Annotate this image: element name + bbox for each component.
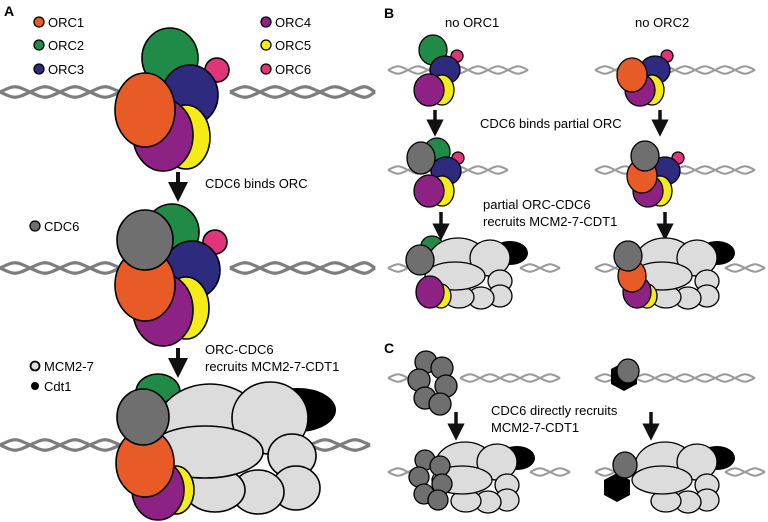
orc-complex-a1 xyxy=(114,27,230,172)
col-label-no-orc1: no ORC1 xyxy=(445,15,499,30)
orc-cdc6-complex-a2 xyxy=(114,203,228,347)
mcm-complex-no-orc2-b3 xyxy=(613,237,735,310)
cdc6-subunit xyxy=(612,451,638,479)
legend-mcm: MCM2-7 xyxy=(44,359,94,374)
partial-orc-cdc6-no-orc1-b2 xyxy=(406,137,465,208)
step-c-label-line2: MCM2-7-CDT1 xyxy=(491,420,579,435)
panel-label-a: A xyxy=(4,3,14,19)
cdc6-hexamer-c1 xyxy=(611,358,640,391)
cdc6-subunit xyxy=(613,240,643,272)
legend-swatch-orc1 xyxy=(33,16,45,28)
partial-orc-no-orc1-b1 xyxy=(413,34,464,107)
panel-label-b: B xyxy=(384,5,394,21)
orc1-subunit xyxy=(114,72,176,148)
mcm-complex-no-orc1-b3 xyxy=(405,235,528,310)
legend-swatch-orc5 xyxy=(260,39,272,51)
legend-swatch-mcm xyxy=(29,360,41,372)
legend-orc6: ORC6 xyxy=(275,62,311,77)
legend-orc5: ORC5 xyxy=(275,38,311,53)
legend-orc1: ORC1 xyxy=(48,15,84,30)
legend-swatch-orc6 xyxy=(260,63,272,75)
partial-orc-cdc6-no-orc2-b2 xyxy=(626,140,685,208)
legend-swatch-orc3 xyxy=(33,63,45,75)
step-c-label-line1: CDC6 directly recruits xyxy=(491,403,618,418)
step-a2-label-line2: recruits MCM2-7-CDT1 xyxy=(205,359,339,374)
cdc6-subunit xyxy=(116,388,170,446)
orc1-subunit xyxy=(616,57,648,93)
step-b1-label: CDC6 binds partial ORC xyxy=(480,116,622,131)
legend-orc2: ORC2 xyxy=(48,38,84,53)
legend-swatch-cdt1 xyxy=(31,382,39,390)
legend-cdc6: CDC6 xyxy=(44,219,79,234)
legend-swatch-cdc6 xyxy=(29,220,41,232)
orc4-subunit xyxy=(413,174,445,208)
mcm-subunit xyxy=(631,465,693,495)
step-b2-label-line2: recruits MCM2-7-CDT1 xyxy=(483,214,617,229)
cdc6-subunit xyxy=(429,455,451,477)
cdc6-subunit xyxy=(406,141,436,175)
dna-a3 xyxy=(0,438,371,452)
cdc6-subunit xyxy=(428,392,452,416)
legend-orc4: ORC4 xyxy=(275,15,311,30)
partial-orc-no-orc2-b1 xyxy=(616,49,674,107)
dna-a2 xyxy=(0,261,376,275)
legend-cdt1: Cdt1 xyxy=(44,379,71,394)
legend-orc3: ORC3 xyxy=(48,62,84,77)
panel-label-c: C xyxy=(384,340,394,356)
step-a1-label: CDC6 binds ORC xyxy=(205,176,308,191)
cdc6-cluster-c1 xyxy=(407,350,458,416)
mcm-loading-complex-a3 xyxy=(115,373,336,521)
cdc6-subunit xyxy=(630,140,660,172)
cdc6-hexagon xyxy=(604,473,630,502)
col-label-no-orc2: no ORC2 xyxy=(635,15,689,30)
cdc6-subunit xyxy=(405,244,435,276)
cdc6-subunit xyxy=(616,358,640,384)
legend-swatch-orc2 xyxy=(33,39,45,51)
step-a2-label-line1: ORC-CDC6 xyxy=(205,342,274,357)
mcm-complex-cdc6-cluster-c2 xyxy=(408,441,535,514)
cdc6-subunit xyxy=(116,209,174,271)
legend: ORC1 ORC2 ORC3 ORC4 ORC5 ORC6 CDC6 MCM2-… xyxy=(29,15,311,394)
step-b2-label-line1: partial ORC-CDC6 xyxy=(483,197,591,212)
dna-a1 xyxy=(0,85,376,99)
cdc6-subunit xyxy=(427,489,449,511)
orc4-subunit xyxy=(413,73,445,107)
legend-swatch-orc4 xyxy=(260,16,272,28)
mcm-complex-cdc6-hexamer-c2 xyxy=(604,441,735,514)
orc4-subunit xyxy=(415,275,445,309)
